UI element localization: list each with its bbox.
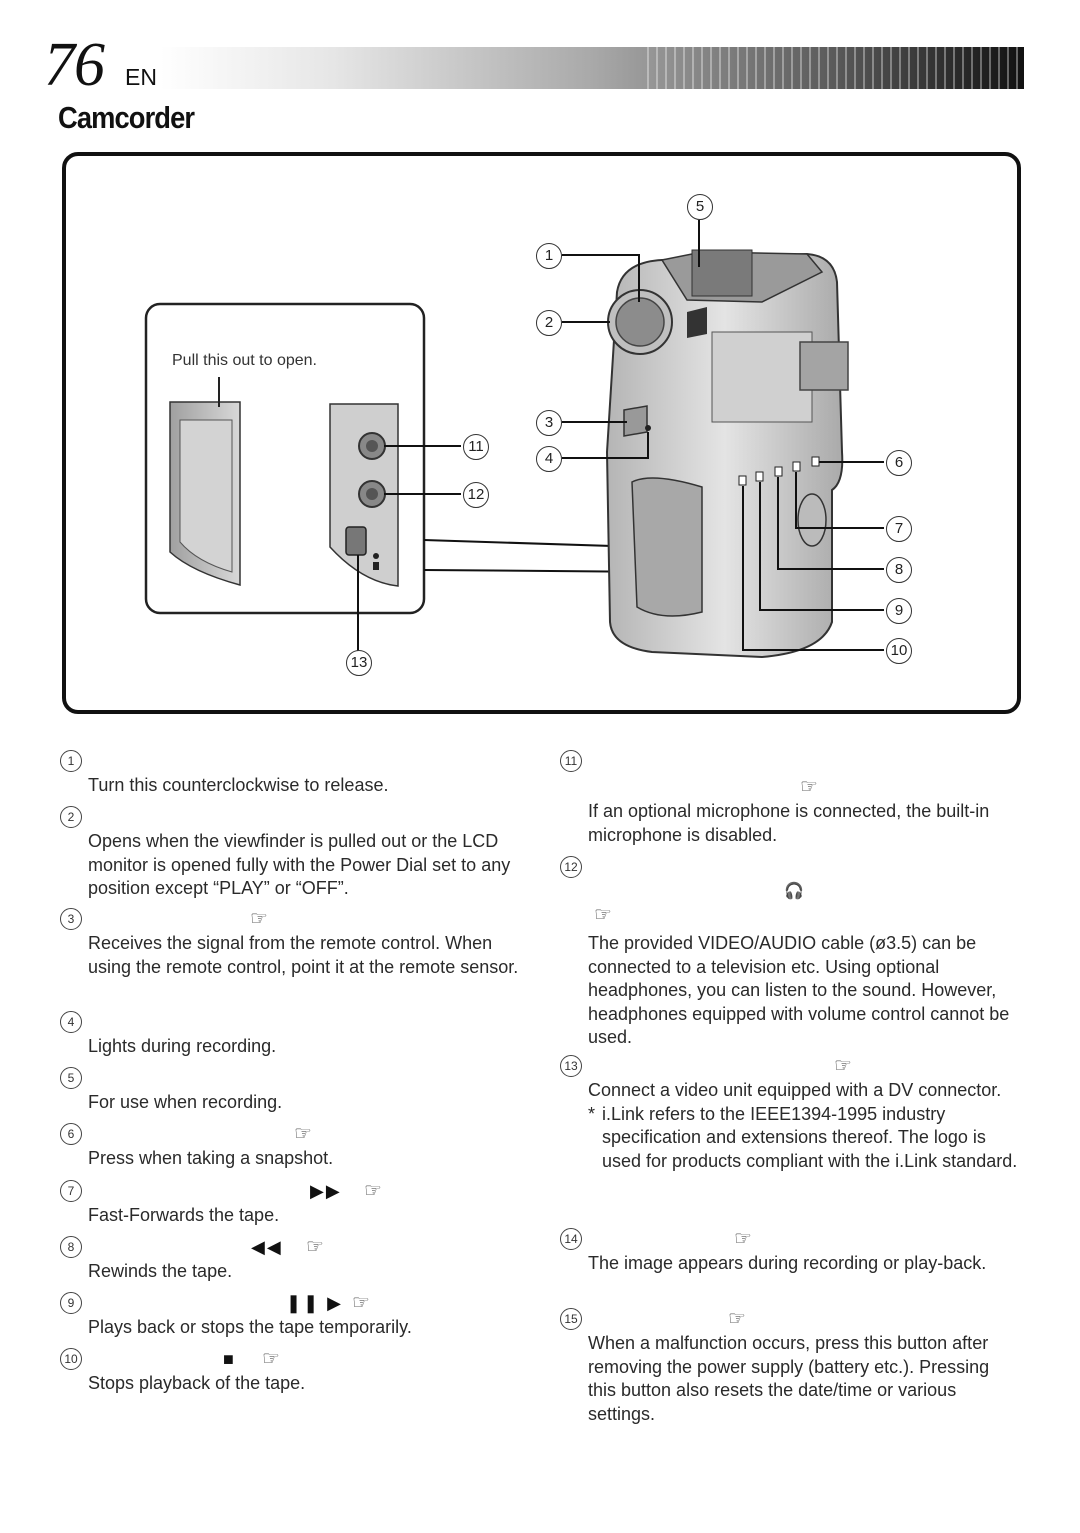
pointing-hand-icon: ☞ <box>306 1236 324 1258</box>
footnote-mark: * <box>588 1103 596 1124</box>
item-9: 9 ❚❚ ▶ ☞ Plays back or stops the tape te… <box>60 1292 538 1340</box>
pointing-hand-icon: ☞ <box>728 1308 746 1330</box>
item-number: 13 <box>560 1055 582 1077</box>
item-number: 15 <box>560 1308 582 1330</box>
callout-13: 13 <box>346 650 372 676</box>
item-number: 12 <box>560 856 582 878</box>
item-number: 3 <box>60 908 82 930</box>
item-number: 14 <box>560 1228 582 1250</box>
item-number: 6 <box>60 1123 82 1145</box>
callout-10: 10 <box>886 638 912 664</box>
item-description: Plays back or stops the tape temporarily… <box>88 1317 412 1337</box>
item-number: 8 <box>60 1236 82 1258</box>
item-description: Press when taking a snapshot. <box>88 1148 334 1168</box>
item-description: Fast-Forwards the tape. <box>88 1205 280 1225</box>
callout-12: 12 <box>463 482 489 508</box>
callout-7: 7 <box>886 516 912 542</box>
pull-open-label: Pull this out to open. <box>172 352 317 369</box>
item-number: 7 <box>60 1180 82 1202</box>
ilink-footnote: * i.Link refers to the IEEE1394-1995 ind… <box>588 1103 1018 1174</box>
item-number: 10 <box>60 1348 82 1370</box>
item-number: 4 <box>60 1011 82 1033</box>
callout-11: 11 <box>463 434 489 460</box>
item-description: Lights during recording. <box>88 1036 277 1056</box>
callout-4: 4 <box>536 446 562 472</box>
page-number: 76 <box>44 31 105 99</box>
pointing-hand-icon: ☞ <box>800 776 818 798</box>
pointing-hand-icon: ☞ <box>834 1055 852 1077</box>
item-7: 7 ▶▶ ☞ Fast-Forwards the tape. <box>60 1180 538 1228</box>
item-description: Opens when the viewfinder is pulled out … <box>88 831 511 898</box>
item-15: 15 ☞ When a malfunction occurs, press th… <box>560 1308 1018 1426</box>
item-4: 4 Lights during recording. <box>60 1011 538 1059</box>
callout-1: 1 <box>536 243 562 269</box>
pointing-hand-icon: ☞ <box>294 1123 312 1145</box>
pointing-hand-icon: ☞ <box>250 908 268 930</box>
item-5: 5 For use when recording. <box>60 1067 538 1115</box>
item-1: 1 Turn this counterclockwise to release. <box>60 750 538 798</box>
callout-8: 8 <box>886 557 912 583</box>
item-number: 1 <box>60 750 82 772</box>
item-3: 3 ☞ Receives the signal from the remote … <box>60 908 538 979</box>
stop-icon: ■ <box>223 1349 236 1369</box>
item-description: The image appears during recording or pl… <box>588 1253 987 1273</box>
item-6: 6 ☞ Press when taking a snapshot. <box>60 1123 538 1171</box>
item-description: Receives the signal from the remote cont… <box>88 933 519 977</box>
item-13: 13 ☞ Connect a video unit equipped with … <box>560 1055 1018 1174</box>
callout-5: 5 <box>687 194 713 220</box>
item-description: The provided VIDEO/AUDIO cable (ø3.5) ca… <box>588 933 1010 1047</box>
play-pause-icon: ❚❚ ▶ <box>286 1293 344 1313</box>
footnote-text: i.Link refers to the IEEE1394-1995 indus… <box>602 1103 1018 1171</box>
item-number: 2 <box>60 806 82 828</box>
item-14: 14 ☞ The image appears during recording … <box>560 1228 1018 1276</box>
page-language: EN <box>125 64 157 90</box>
item-description: For use when recording. <box>88 1092 283 1112</box>
headphones-icon: 🎧 <box>784 883 806 900</box>
header-bar-stripes <box>640 47 1024 89</box>
callout-9: 9 <box>886 598 912 624</box>
camcorder-diagram: Pull this out to open. 1 2 3 4 5 6 7 8 9… <box>62 152 1021 714</box>
item-2: 2 Opens when the viewfinder is pulled ou… <box>60 806 538 901</box>
item-description: Turn this counterclockwise to release. <box>88 775 389 795</box>
item-description: When a malfunction occurs, press this bu… <box>588 1333 990 1424</box>
item-number: 11 <box>560 750 582 772</box>
callout-2: 2 <box>536 310 562 336</box>
header-gradient-bar <box>160 47 1024 89</box>
item-number: 5 <box>60 1067 82 1089</box>
callout-6: 6 <box>886 450 912 476</box>
item-description: Connect a video unit equipped with a DV … <box>588 1080 1002 1100</box>
item-description: If an optional microphone is connected, … <box>588 801 990 845</box>
pointing-hand-icon: ☞ <box>262 1348 280 1370</box>
item-10: 10 ■ ☞ Stops playback of the tape. <box>60 1348 538 1396</box>
callout-3: 3 <box>536 410 562 436</box>
pointing-hand-icon: ☞ <box>352 1292 370 1314</box>
section-title: Camcorder <box>58 100 195 135</box>
pointing-hand-icon: ☞ <box>594 904 612 926</box>
item-description: Rewinds the tape. <box>88 1261 233 1281</box>
pointing-hand-icon: ☞ <box>364 1180 382 1202</box>
rewind-icon: ◀◀ <box>251 1237 283 1257</box>
item-12: 12 🎧 ☞ The provided VIDEO/AUDIO cable (ø… <box>560 856 1018 1050</box>
fast-forward-icon: ▶▶ <box>310 1181 342 1201</box>
page-header: 76 EN <box>0 0 1080 110</box>
item-8: 8 ◀◀ ☞ Rewinds the tape. <box>60 1236 538 1284</box>
item-description: Stops playback of the tape. <box>88 1373 306 1393</box>
pointing-hand-icon: ☞ <box>734 1228 752 1250</box>
item-11: 11 ☞ If an optional microphone is connec… <box>560 750 1018 847</box>
item-number: 9 <box>60 1292 82 1314</box>
